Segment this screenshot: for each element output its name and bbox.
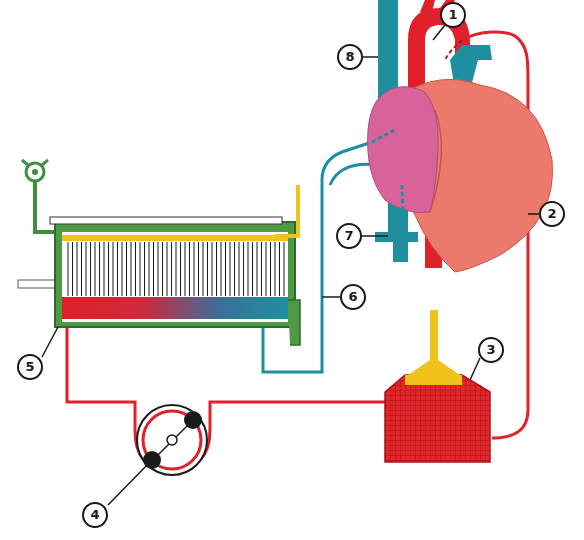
leader-lines [42, 25, 541, 505]
callout-number: 4 [82, 502, 108, 528]
callout-number: 8 [337, 44, 363, 70]
callout-number: 5 [17, 354, 43, 380]
callout-number: 1 [440, 2, 466, 28]
oxygenator [18, 160, 300, 345]
heart [368, 0, 553, 272]
callout-number: 6 [340, 284, 366, 310]
callout-number: 7 [336, 223, 362, 249]
blood-reservoir-filter [385, 310, 490, 462]
callout-number: 3 [478, 337, 504, 363]
callout-number: 2 [539, 201, 565, 227]
